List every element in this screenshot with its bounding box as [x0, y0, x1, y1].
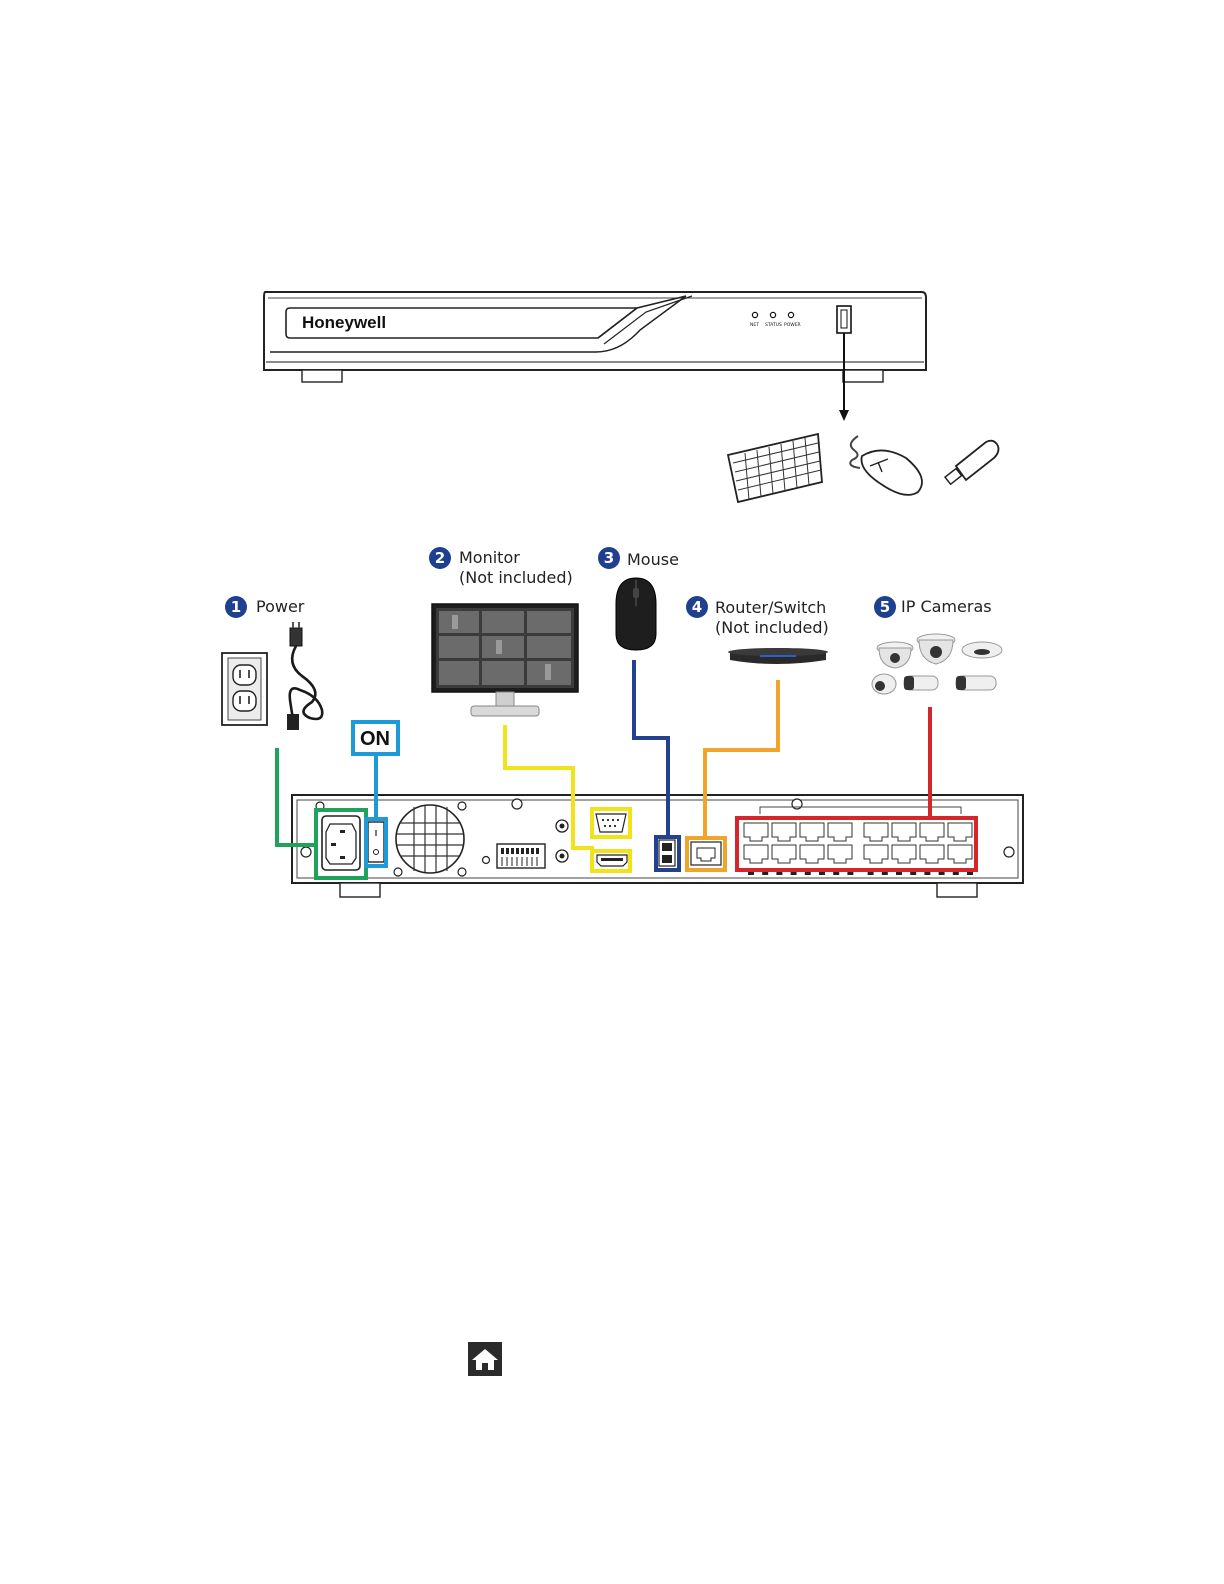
- keyboard-icon: [728, 434, 822, 502]
- step-number-5: 5: [880, 598, 890, 616]
- mouse-icon: [850, 436, 922, 495]
- step-label-monitor: Monitor: [459, 548, 520, 567]
- nvr-front-panel: Honeywell NET STATUS POWER: [264, 292, 926, 421]
- led-label-power: POWER: [784, 322, 801, 328]
- poe-port-led: [791, 872, 797, 875]
- step-number-3: 3: [604, 549, 614, 567]
- monitor-icon: [432, 604, 578, 716]
- step-number-2: 2: [435, 549, 445, 567]
- step-label-power: Power: [256, 597, 305, 616]
- led-label-status: STATUS: [765, 322, 782, 328]
- on-label: ON: [360, 728, 390, 750]
- step-power: 1 Power: [225, 596, 305, 618]
- step-sublabel-router: (Not included): [715, 618, 829, 637]
- poe-port-led: [910, 872, 916, 875]
- poe-port-led: [805, 872, 811, 875]
- brand-logo: Honeywell: [302, 313, 386, 332]
- step-monitor: 2 Monitor (Not included): [429, 547, 573, 587]
- poe-port-led: [748, 872, 754, 875]
- poe-port-led: [868, 872, 874, 875]
- step-number-1: 1: [231, 598, 241, 616]
- poe-port-led: [882, 872, 888, 875]
- poe-port-led: [924, 872, 930, 875]
- router-icon: [728, 648, 828, 664]
- step-label-mouse: Mouse: [627, 550, 679, 569]
- poe-port-led: [762, 872, 768, 875]
- poe-port-led: [847, 872, 853, 875]
- usb-drive-icon: [945, 441, 998, 485]
- step-sublabel-monitor: (Not included): [459, 568, 573, 587]
- poe-port-led: [776, 872, 782, 875]
- mouse-device-icon: [616, 578, 656, 650]
- wall-outlet: [222, 653, 267, 725]
- step-label-router: Router/Switch: [715, 598, 826, 617]
- ip-cameras-icon: [872, 634, 1002, 694]
- power-cord: [287, 622, 322, 730]
- step-cameras: 5 IP Cameras: [874, 596, 992, 618]
- step-router: 4 Router/Switch (Not included): [686, 596, 829, 637]
- poe-port-led: [819, 872, 825, 875]
- home-icon[interactable]: [468, 1342, 502, 1376]
- poe-port-led: [896, 872, 902, 875]
- step-mouse: 3 Mouse: [598, 547, 679, 569]
- poe-port-led: [953, 872, 959, 875]
- poe-port-led: [967, 872, 973, 875]
- step-label-cameras: IP Cameras: [901, 597, 992, 616]
- poe-port-led: [939, 872, 945, 875]
- step-number-4: 4: [692, 598, 702, 616]
- poe-port-led: [833, 872, 839, 875]
- led-label-net: NET: [750, 322, 759, 328]
